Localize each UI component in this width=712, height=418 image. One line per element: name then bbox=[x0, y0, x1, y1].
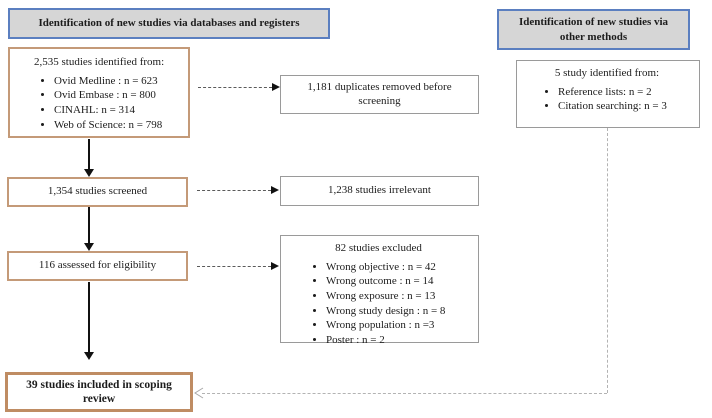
arrow-assessed-to-excluded bbox=[197, 266, 271, 267]
list-item: Reference lists: n = 2 bbox=[558, 86, 697, 100]
list-item: Wrong outcome : n = 14 bbox=[326, 275, 476, 289]
list-item: Wrong exposure : n = 13 bbox=[326, 290, 476, 304]
list-item: Ovid Embase : n = 800 bbox=[54, 89, 186, 103]
list-item: Citation searching: n = 3 bbox=[558, 100, 697, 114]
list-item: Poster : n = 2 bbox=[326, 334, 476, 348]
list-item: Wrong study design : n = 8 bbox=[326, 305, 476, 319]
box-other-methods-title: 5 study identified from: bbox=[554, 67, 660, 79]
box-duplicates-removed: 1,181 duplicates removed before screenin… bbox=[280, 75, 479, 114]
box-other-methods-identified: 5 study identified from: Reference lists… bbox=[516, 60, 700, 128]
arrow-identified-to-screened bbox=[88, 139, 90, 169]
header-other-methods: Identification of new studies via other … bbox=[497, 9, 690, 50]
arrowhead-down-icon bbox=[84, 169, 94, 177]
box-studies-identified-title: 2,535 studies identified from: bbox=[34, 56, 165, 68]
list-item: Wrong objective : n = 42 bbox=[326, 261, 476, 275]
box-studies-identified: 2,535 studies identified from: Ovid Medl… bbox=[8, 47, 190, 138]
list-item: Web of Science: n = 798 bbox=[54, 119, 186, 133]
arrowhead-right-icon bbox=[272, 83, 280, 91]
box-assessed-eligibility: 116 assessed for eligibility bbox=[7, 251, 188, 281]
excluded-reasons-list: Wrong objective : n = 42 Wrong outcome :… bbox=[281, 261, 476, 348]
header-databases-registers: Identification of new studies via databa… bbox=[8, 8, 330, 39]
arrow-identified-to-duplicates bbox=[198, 87, 272, 88]
arrowhead-right-icon bbox=[271, 262, 279, 270]
connector-other-methods-vertical bbox=[607, 128, 608, 393]
box-studies-excluded: 82 studies excluded Wrong objective : n … bbox=[280, 235, 479, 346]
list-item: Ovid Medline : n = 623 bbox=[54, 75, 186, 89]
other-sources-list: Reference lists: n = 2 Citation searchin… bbox=[517, 86, 697, 114]
box-studies-excluded-title: 82 studies excluded bbox=[335, 242, 422, 254]
arrowhead-right-icon bbox=[271, 186, 279, 194]
arrowhead-down-icon bbox=[84, 243, 94, 251]
connector-other-methods-horizontal bbox=[202, 393, 607, 394]
box-studies-irrelevant: 1,238 studies irrelevant bbox=[280, 176, 479, 206]
list-item: Wrong population : n =3 bbox=[326, 319, 476, 333]
arrow-screened-to-assessed bbox=[88, 207, 90, 243]
list-item: CINAHL: n = 314 bbox=[54, 104, 186, 118]
identified-sources-list: Ovid Medline : n = 623 Ovid Embase : n =… bbox=[10, 75, 186, 132]
arrow-screened-to-irrelevant bbox=[197, 190, 271, 191]
arrowhead-left-open-icon bbox=[194, 387, 204, 399]
arrow-assessed-to-included bbox=[88, 282, 90, 352]
box-studies-screened: 1,354 studies screened bbox=[7, 177, 188, 207]
box-studies-included: 39 studies included in scoping review bbox=[5, 372, 193, 412]
arrowhead-down-icon bbox=[84, 352, 94, 360]
